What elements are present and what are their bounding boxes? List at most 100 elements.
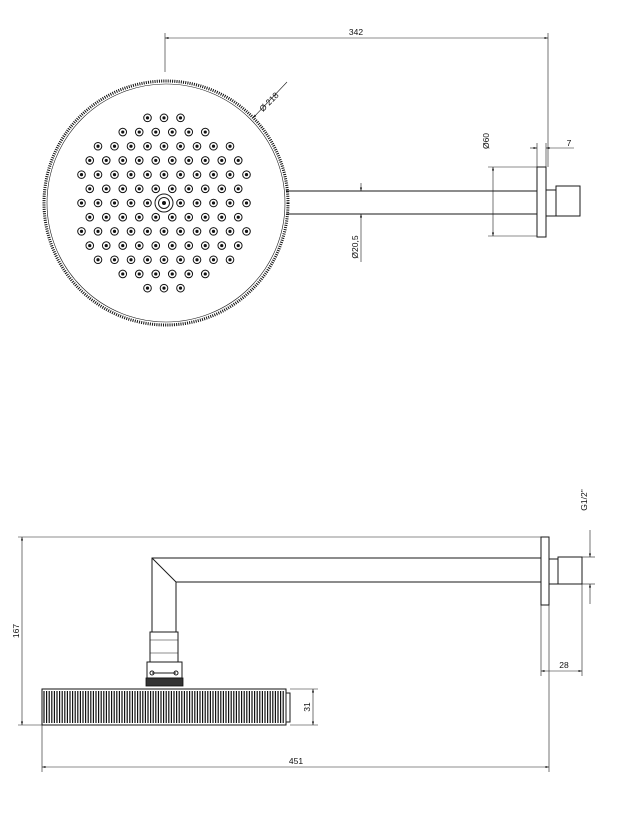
nozzle-hole <box>137 158 141 163</box>
nozzle <box>143 170 152 179</box>
dim-height: 167 <box>11 536 541 726</box>
nozzle-hole <box>187 187 191 191</box>
nozzle <box>110 141 119 151</box>
nozzle-hole <box>104 215 108 219</box>
nozzle-hole <box>162 229 166 233</box>
center-cap <box>154 193 174 213</box>
nozzle-hole <box>211 201 216 205</box>
nozzle-hole <box>129 173 133 177</box>
nozzle-hole <box>154 272 158 276</box>
nozzle-hole <box>178 286 183 290</box>
nozzle-hole <box>137 243 141 248</box>
nozzle-hole <box>145 201 150 205</box>
nozzle <box>167 269 177 279</box>
dim-overall-depth: 342 <box>164 27 549 167</box>
nozzle <box>118 212 128 222</box>
nozzle-hole <box>244 201 249 205</box>
nozzle <box>93 198 103 208</box>
nozzle <box>110 227 119 236</box>
nozzle-hole <box>244 173 249 177</box>
nozzle-hole <box>187 130 191 134</box>
side-view: G1/2" 167 28 31 451 <box>11 489 595 772</box>
nozzle <box>85 241 95 250</box>
nozzle-hole <box>112 173 117 177</box>
nozzle <box>225 170 235 179</box>
nozzle-hole <box>187 243 191 248</box>
dim-20-5-label: Ø20,5 <box>350 235 360 258</box>
nozzle-hole <box>178 144 183 148</box>
nozzle-hole <box>170 215 174 219</box>
nozzle <box>176 170 185 179</box>
nozzle-hole <box>195 173 199 177</box>
nozzle <box>85 212 95 222</box>
nozzle <box>77 227 86 236</box>
nozzle <box>209 141 218 151</box>
nozzle <box>93 255 103 265</box>
dim-7-label: 7 <box>567 138 572 148</box>
nozzle <box>184 127 194 137</box>
nozzle <box>217 156 227 165</box>
nozzle <box>176 227 185 236</box>
nozzle <box>118 127 128 137</box>
nozzle <box>151 212 161 222</box>
nozzle <box>159 113 169 123</box>
nozzle-hole <box>187 272 191 276</box>
nozzle <box>93 227 103 236</box>
nozzle-pattern <box>77 113 251 293</box>
nozzle-hole <box>154 215 158 219</box>
nozzle <box>159 255 169 265</box>
nozzle <box>184 241 194 250</box>
nozzle <box>176 141 185 151</box>
nozzle-hole <box>112 144 117 148</box>
nozzle <box>159 170 169 179</box>
nozzle-hole <box>236 187 240 191</box>
nozzle-hole <box>170 158 174 163</box>
nozzle-hole <box>129 144 133 148</box>
nozzle <box>101 156 111 165</box>
shower-arm-side <box>151 536 583 632</box>
nozzle <box>143 255 152 265</box>
nozzle-hole <box>178 258 183 262</box>
nozzle <box>176 255 185 265</box>
nozzle-hole <box>104 243 108 248</box>
nozzle-hole <box>121 243 125 248</box>
nozzle-hole <box>154 158 158 163</box>
nozzle <box>200 184 210 194</box>
nozzle-hole <box>178 173 183 177</box>
nozzle <box>159 283 169 293</box>
nozzle <box>126 255 136 265</box>
nozzle-hole <box>195 229 199 233</box>
nozzle <box>143 198 152 208</box>
nozzle-hole <box>121 158 125 163</box>
nozzle-hole <box>170 130 174 134</box>
nozzle-hole <box>79 201 84 205</box>
nozzle <box>118 269 128 279</box>
nozzle <box>101 241 111 250</box>
wall-flange-top <box>536 166 547 238</box>
nozzle <box>200 269 210 279</box>
nozzle-hole <box>162 258 166 262</box>
nozzle-hole <box>112 258 117 262</box>
nozzle <box>101 212 111 222</box>
nozzle <box>192 255 202 265</box>
nozzle-hole <box>162 173 166 177</box>
nozzle <box>242 198 251 208</box>
nozzle <box>225 141 235 151</box>
nozzle-hole <box>137 130 141 134</box>
nozzle-hole <box>88 158 92 163</box>
nozzle <box>233 156 243 165</box>
nozzle-hole <box>121 187 125 191</box>
nozzle-hole <box>211 258 216 262</box>
nozzle <box>134 127 144 137</box>
nozzle-hole <box>88 187 92 191</box>
nozzle-hole <box>228 229 232 233</box>
nozzle-hole <box>244 229 249 233</box>
nozzle <box>167 156 177 165</box>
nozzle-hole <box>220 187 224 191</box>
nozzle-hole <box>211 229 216 233</box>
nozzle <box>93 170 103 179</box>
nozzle <box>151 156 161 165</box>
nozzle-hole <box>88 243 92 248</box>
dim-diameter-218-label: Ø 218 <box>257 90 281 114</box>
nozzle <box>151 269 161 279</box>
